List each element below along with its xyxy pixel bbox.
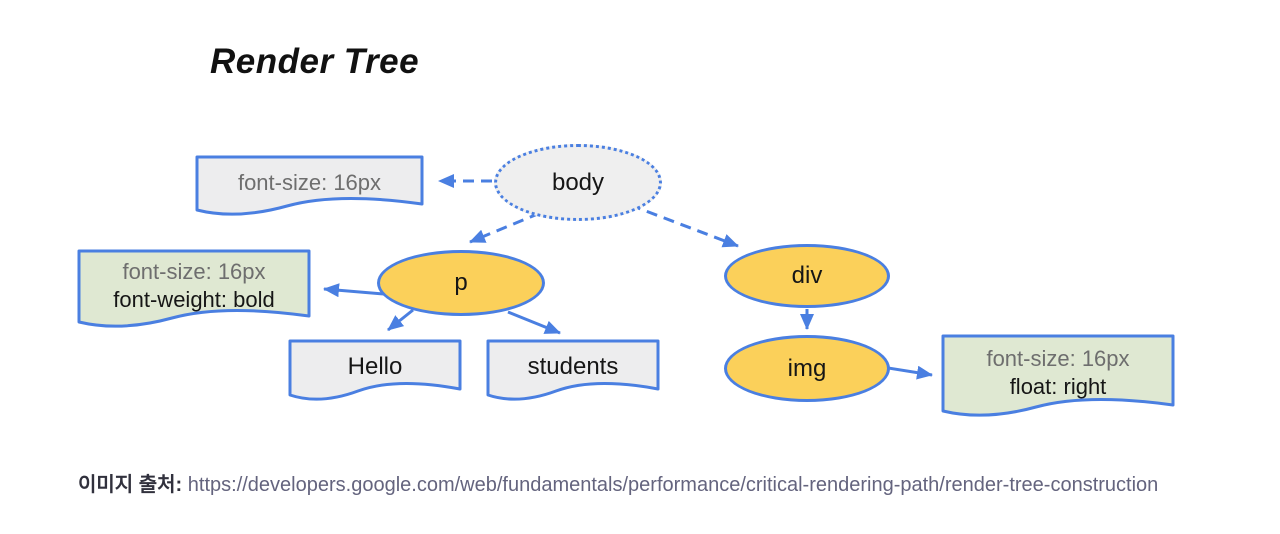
edge-body-to-div — [629, 203, 739, 248]
node-students: students — [486, 339, 660, 413]
document-shape — [77, 249, 311, 328]
note-img-styles-line2: float: right — [1009, 373, 1107, 399]
note-p-styles: font-size: 16px font-weight: bold — [77, 249, 311, 341]
node-div: div — [724, 244, 890, 308]
image-source-url: https://developers.google.com/web/fundam… — [187, 474, 1159, 496]
node-img: img — [724, 335, 890, 402]
document-shape — [486, 339, 660, 401]
note-body-styles-line1: font-size: 16px — [237, 169, 382, 195]
edge-p-to-students — [507, 310, 561, 335]
node-hello: Hello — [288, 339, 462, 413]
document-shape — [288, 339, 462, 401]
node-img-label: img — [787, 354, 827, 382]
edge-img-to-img-styles — [887, 365, 933, 380]
note-p-styles-line1: font-size: 16px — [122, 258, 266, 284]
node-body-label: body — [551, 168, 605, 196]
image-source-caption: 이미지 출처: https://developers.google.com/we… — [78, 468, 1158, 497]
node-div-label: div — [791, 262, 823, 289]
image-source-label: 이미지 출처: — [78, 474, 183, 496]
edge-p-to-hello — [387, 308, 414, 332]
node-hello-label: Hello — [347, 353, 403, 380]
node-body: body — [494, 144, 662, 221]
page-title: Render Tree — [210, 42, 420, 81]
edge-p-to-p-styles — [323, 283, 385, 298]
note-p-styles-line2: font-weight: bold — [113, 286, 275, 312]
document-shape — [195, 155, 424, 216]
note-img-styles-line1: font-size: 16px — [986, 345, 1130, 371]
node-p-label: p — [454, 269, 468, 296]
node-students-label: students — [527, 353, 619, 380]
node-p: p — [377, 250, 545, 316]
edge-body-to-p — [469, 211, 541, 244]
note-body-styles: font-size: 16px — [195, 155, 424, 227]
document-shape — [941, 334, 1175, 417]
note-img-styles: font-size: 16px float: right — [941, 334, 1175, 429]
